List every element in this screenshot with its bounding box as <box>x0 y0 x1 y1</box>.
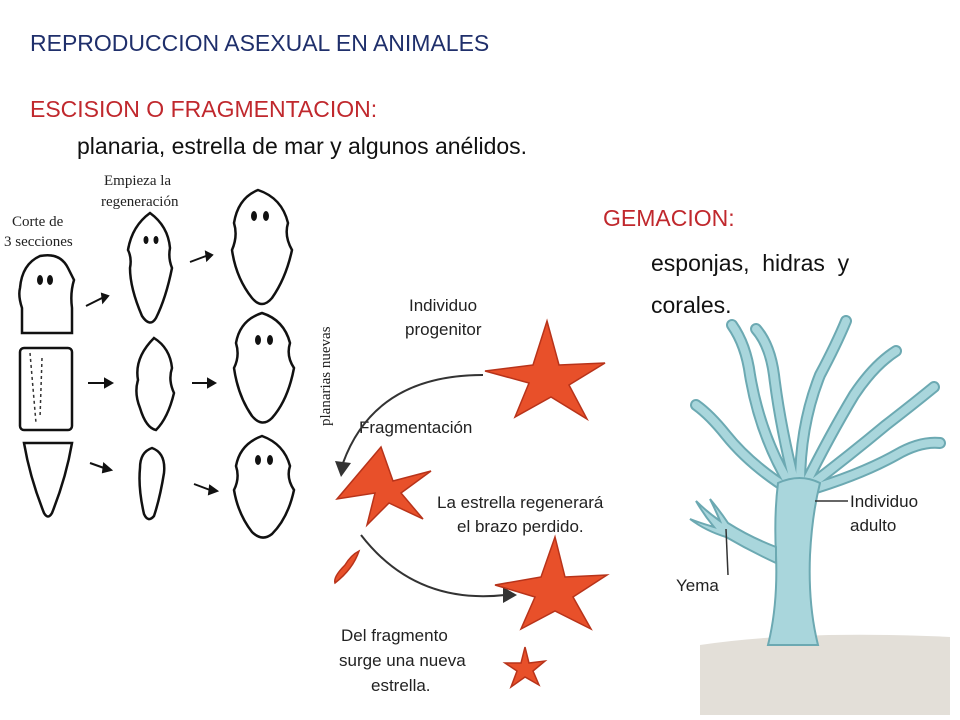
planaria-middle-section <box>20 348 72 430</box>
gemacion-line-1: esponjas, hidras y <box>651 242 919 284</box>
label-bud: Yema <box>676 576 719 595</box>
starfish-arm-fragment <box>335 551 359 583</box>
hydra-bud <box>690 499 776 563</box>
label-regen-line1: Empieza la <box>104 173 171 189</box>
label-new-line1: Del fragmento <box>341 626 448 645</box>
planaria-new-2 <box>234 313 294 423</box>
planaria-new-3 <box>234 436 294 538</box>
planaria-new-1 <box>232 190 292 304</box>
label-regenerate-line1: La estrella regenerará <box>437 493 604 512</box>
planaria-regen-1 <box>128 213 172 323</box>
planaria-tail-section <box>24 443 72 517</box>
starfish-regenerating <box>495 537 607 629</box>
label-adult-line1: Individuo <box>850 492 918 511</box>
label-adult-line2: adulto <box>850 516 896 535</box>
label-new-line2: surge una nueva <box>339 651 466 670</box>
hydra-ground <box>700 635 950 715</box>
planaria-regen-2 <box>136 338 174 430</box>
section-heading-gemacion: GEMACION: <box>603 205 735 232</box>
label-parent-line1: Individuo <box>409 296 477 315</box>
starfish-fragmented <box>337 447 431 525</box>
section-text-escision: planaria, estrella de mar y algunos anél… <box>77 133 527 160</box>
arrow-head-down <box>335 461 351 477</box>
label-cut-line2: 3 secciones <box>4 234 73 250</box>
label-fragmentation: Fragmentación <box>359 418 472 437</box>
starfish-parent <box>485 321 605 419</box>
hydra-diagram: Individuo adulto Yema <box>650 315 950 715</box>
section-heading-escision: ESCISION O FRAGMENTACION: <box>30 96 377 123</box>
label-parent-line2: progenitor <box>405 320 482 339</box>
starfish-new <box>505 647 545 687</box>
slide-title: REPRODUCCION ASEXUAL EN ANIMALES <box>30 30 489 57</box>
section-text-gemacion: esponjas, hidras y corales. <box>651 242 919 326</box>
planaria-diagram: Corte de 3 secciones Empieza la regenera… <box>0 168 340 548</box>
label-regenerate-line2: el brazo perdido. <box>457 517 584 536</box>
planaria-regen-3 <box>140 448 165 519</box>
starfish-diagram: Individuo progenitor Fragmentación La es… <box>315 285 650 705</box>
label-regen-line2: regeneración <box>101 194 179 210</box>
planaria-head-section <box>19 255 74 333</box>
label-new-line3: estrella. <box>371 676 431 695</box>
label-cut-line1: Corte de <box>12 214 64 230</box>
